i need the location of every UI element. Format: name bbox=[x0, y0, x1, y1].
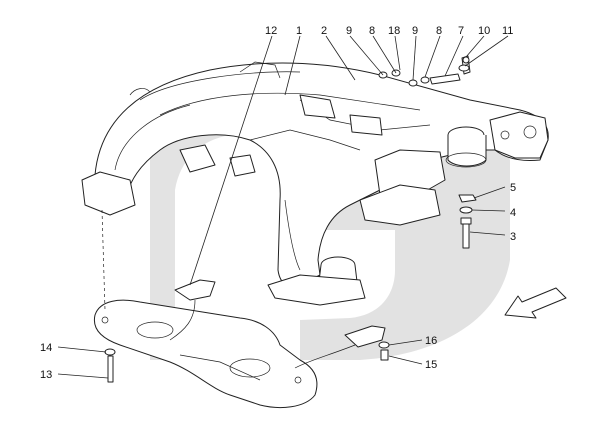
leader-lines bbox=[57, 35, 509, 379]
callout-4: 4 bbox=[510, 207, 516, 219]
right-upper-mount bbox=[445, 126, 487, 168]
callout-labels: 1 2 3 4 5 7 8 8 9 9 10 11 12 13 14 15 16… bbox=[40, 25, 516, 381]
callout-15: 15 bbox=[425, 359, 437, 371]
callout-8-right: 8 bbox=[436, 25, 442, 37]
callout-1: 1 bbox=[296, 25, 302, 37]
callout-14: 14 bbox=[40, 342, 52, 354]
callout-12: 12 bbox=[265, 25, 277, 37]
callout-5: 5 bbox=[510, 182, 516, 194]
callout-10: 10 bbox=[478, 25, 490, 37]
hardware-parts bbox=[104, 55, 477, 383]
callout-3: 3 bbox=[510, 231, 516, 243]
rear-crossmember bbox=[81, 61, 549, 288]
callout-9-left: 9 bbox=[346, 25, 352, 37]
callout-7: 7 bbox=[458, 25, 464, 37]
callout-2: 2 bbox=[321, 25, 327, 37]
callout-8-left: 8 bbox=[369, 25, 375, 37]
callout-16: 16 bbox=[425, 335, 437, 347]
callout-18: 18 bbox=[388, 25, 400, 37]
callout-13: 13 bbox=[40, 369, 52, 381]
center-lower-mount bbox=[267, 256, 366, 306]
lower-brace-plate bbox=[93, 279, 386, 408]
callout-11: 11 bbox=[502, 25, 513, 37]
callout-9-right: 9 bbox=[412, 25, 418, 37]
front-direction-arrow-icon bbox=[504, 287, 567, 319]
